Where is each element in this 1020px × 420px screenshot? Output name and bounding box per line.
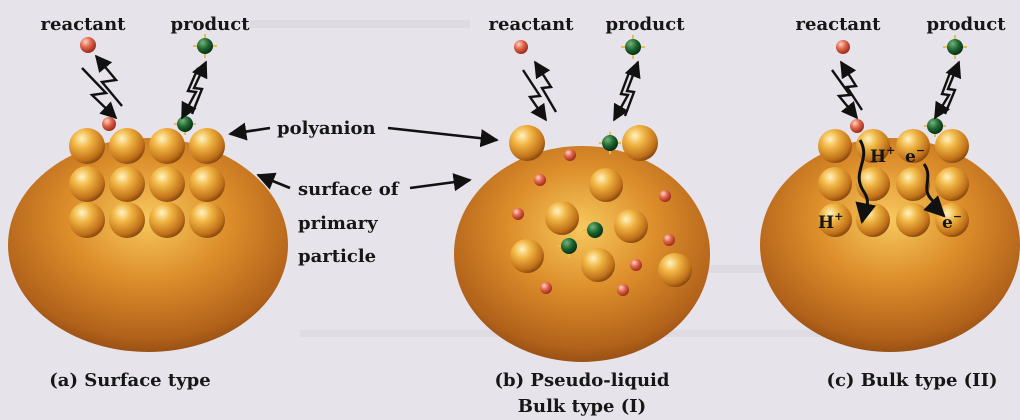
polyanion-arrow-to-a bbox=[230, 128, 270, 134]
exchange-arrows-c bbox=[832, 62, 959, 118]
reactant-label-c: reactant bbox=[796, 14, 882, 35]
primary-particle-a bbox=[8, 138, 288, 352]
panel-b-pseudo-liquid bbox=[454, 35, 710, 362]
surface-of-label: surface of bbox=[298, 179, 400, 200]
primary-particle-c bbox=[760, 138, 1020, 352]
product-molecule-b-top bbox=[621, 35, 645, 59]
reactant-label-a: reactant bbox=[41, 14, 127, 35]
reactant-label-b: reactant bbox=[489, 14, 575, 35]
caption-b-line1: (b) Pseudo-liquid bbox=[495, 370, 670, 391]
surface-arrow-to-b bbox=[410, 180, 470, 188]
exchange-arrows-a bbox=[82, 56, 206, 118]
caption-b-line2: Bulk type (I) bbox=[518, 396, 646, 417]
caption-a: (a) Surface type bbox=[49, 370, 210, 391]
panel-c-bulk-type-ii bbox=[760, 35, 1020, 352]
exchange-arrows-b bbox=[523, 62, 638, 120]
polyanion-label: polyanion bbox=[277, 118, 376, 139]
primary-label: primary bbox=[298, 213, 378, 234]
product-label-b: product bbox=[605, 14, 685, 35]
polyanion-arrow-to-b bbox=[388, 128, 497, 140]
reactant-molecule-b-top bbox=[514, 40, 528, 54]
reactant-molecule-c-adsorbed bbox=[850, 119, 864, 133]
product-label-c: product bbox=[926, 14, 1006, 35]
particle-label: particle bbox=[298, 246, 376, 267]
reactant-molecule-c-top bbox=[836, 40, 850, 54]
reactant-molecule-a-adsorbed bbox=[102, 117, 116, 131]
product-label-a: product bbox=[170, 14, 250, 35]
product-molecule-c-top bbox=[943, 35, 967, 59]
caption-c: (c) Bulk type (II) bbox=[826, 370, 997, 391]
reactant-molecule-a-top bbox=[80, 37, 96, 53]
panel-a-surface-type bbox=[8, 34, 288, 352]
product-molecule-a-top bbox=[193, 34, 217, 58]
